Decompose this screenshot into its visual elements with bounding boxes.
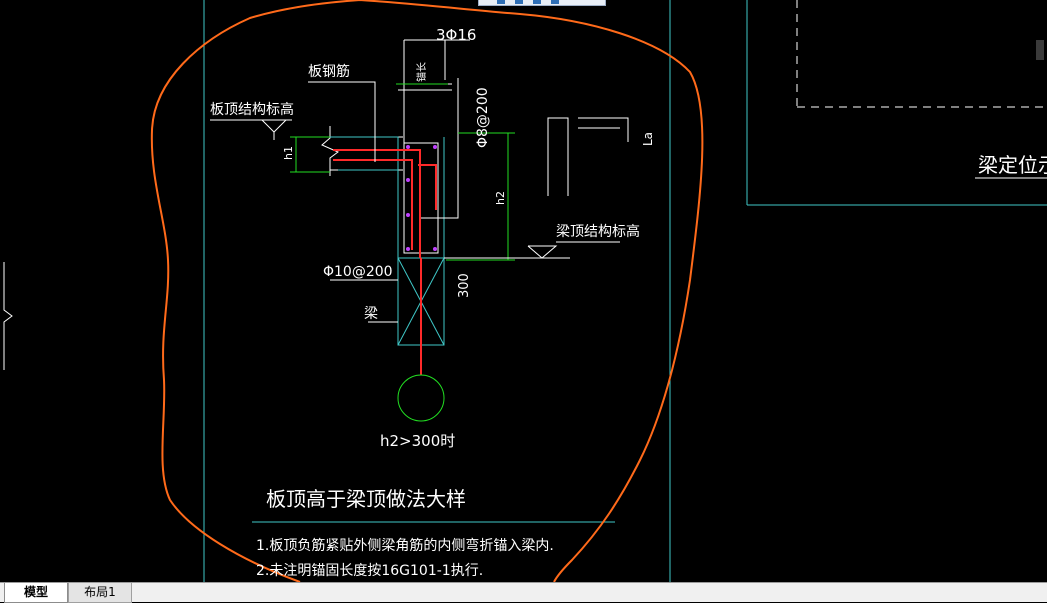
- drawing-svg: 3Φ16 板钢筋 板顶结构标高 梁顶结构标高 Φ10@200 梁 h2>300时…: [3, 0, 1047, 582]
- dashed-outline: [796, 0, 1047, 108]
- floating-toolbar[interactable]: [478, 0, 606, 6]
- leader-lines: [308, 39, 470, 323]
- toolbar-icon[interactable]: [497, 0, 505, 4]
- h1-label: h1: [282, 146, 295, 160]
- dim-300-label: 300: [457, 273, 472, 298]
- sheet-frame: [203, 0, 1047, 582]
- toolbar-icon[interactable]: [533, 0, 541, 4]
- toolbar-icon[interactable]: [551, 0, 559, 4]
- beam-outline: [330, 136, 445, 346]
- layout-tab-bar: 模型 布局1: [0, 582, 1047, 603]
- la-label: La: [641, 132, 655, 146]
- slab-level-symbol: [210, 119, 292, 140]
- dimension-lines: [290, 83, 515, 422]
- note-1: 1.板顶负筋紧贴外侧梁角筋的内侧弯折锚入梁内.: [256, 537, 554, 554]
- beam-label: 梁: [364, 306, 378, 322]
- anchor-label: 锚长: [416, 62, 428, 82]
- markup-cloud: [150, 0, 704, 582]
- tab-layout1[interactable]: 布局1: [68, 583, 132, 603]
- slab-bar-label: 板钢筋: [308, 63, 350, 80]
- left-edge-fragment: [3, 262, 13, 370]
- slab-top-level-label: 板顶结构标高: [210, 101, 294, 118]
- h2-label: h2: [494, 191, 507, 205]
- note-2: 2.未注明锚固长度按16G101-1执行.: [256, 563, 483, 579]
- tab-model[interactable]: 模型: [4, 583, 68, 603]
- detail-title: 板顶高于梁顶做法大样: [266, 487, 466, 511]
- cad-model-space[interactable]: 3Φ16 板钢筋 板顶结构标高 梁顶结构标高 Φ10@200 梁 h2>300时…: [0, 0, 1047, 582]
- main-bar-label: 3Φ16: [436, 26, 476, 44]
- side-title: 梁定位示: [978, 153, 1047, 177]
- side-scroll-handle[interactable]: [1036, 40, 1044, 60]
- toolbar-icon[interactable]: [515, 0, 523, 4]
- rebar-dots: [406, 145, 437, 251]
- rebar-lines: [333, 149, 437, 375]
- beam-stirrup-label: Φ10@200: [323, 264, 393, 280]
- beam-top-level-label: 梁顶结构标高: [556, 223, 640, 240]
- condition-label: h2>300时: [380, 432, 455, 450]
- la-detail: [547, 117, 629, 196]
- beam-level-symbol: [444, 241, 620, 259]
- stirrup-spacing-label: Φ8@200: [475, 87, 491, 148]
